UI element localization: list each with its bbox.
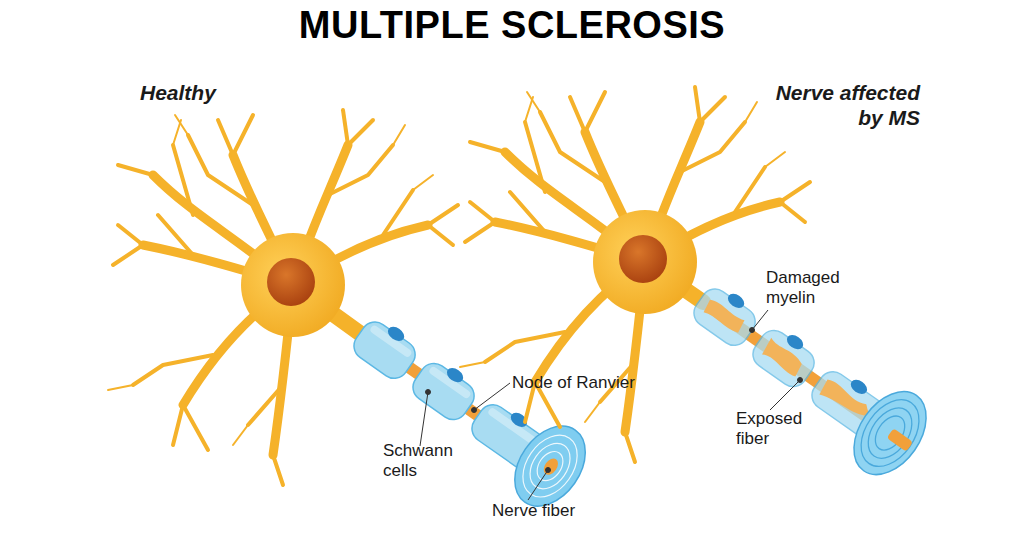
part-label: Nerve fiber	[492, 501, 575, 521]
myelin-rings	[849, 389, 931, 477]
myelin-rings	[522, 436, 579, 496]
healthy-neuron	[108, 110, 458, 485]
myelin-sheath	[349, 317, 421, 384]
schwann-nucleus	[725, 291, 747, 311]
myelin-rings	[859, 400, 921, 467]
leader-line	[770, 380, 800, 410]
diagram-title: MULTIPLE SCLEROSIS	[0, 4, 1024, 47]
schwann-nucleus	[784, 332, 806, 352]
panel-heading: Nerve affected by MS	[770, 80, 920, 130]
myelin-rings	[849, 389, 931, 477]
leader-line	[752, 310, 768, 330]
leader-line	[420, 392, 428, 446]
leader-line	[420, 310, 803, 500]
leader-line	[474, 383, 510, 410]
schwann-nucleus	[848, 377, 870, 397]
myelin-rings	[512, 425, 589, 507]
schwann-nucleus	[444, 365, 466, 385]
leader-line	[426, 390, 431, 395]
lesion	[701, 296, 873, 425]
leader-line	[472, 408, 477, 413]
leader-line	[546, 468, 551, 473]
fiber-core	[541, 456, 561, 478]
part-label: Damaged myelin	[766, 268, 861, 309]
myelin-highlight	[369, 324, 413, 358]
leader-line	[798, 378, 803, 383]
myelin-highlight	[428, 365, 472, 399]
leader-line	[750, 328, 755, 333]
part-label: Node of Ranvier	[512, 373, 635, 393]
panel-heading: Healthy	[140, 80, 216, 105]
leader-line	[528, 470, 548, 500]
cross-section	[839, 378, 941, 488]
part-label: Schwann cells	[383, 441, 463, 482]
healthy-axon	[335, 297, 600, 519]
exposed-fiber-end	[887, 428, 914, 452]
damaged-myelin	[748, 325, 820, 392]
myelin-rings	[532, 447, 568, 486]
schwann-nucleus	[385, 324, 407, 344]
part-label: Exposed fiber	[736, 409, 816, 450]
myelin-sheath	[408, 358, 480, 425]
ms-axon	[674, 262, 941, 488]
ms-neuron	[460, 87, 810, 462]
damaged-myelin	[689, 284, 761, 351]
myelin-rings	[512, 425, 589, 507]
schwann-nucleus	[385, 324, 530, 430]
